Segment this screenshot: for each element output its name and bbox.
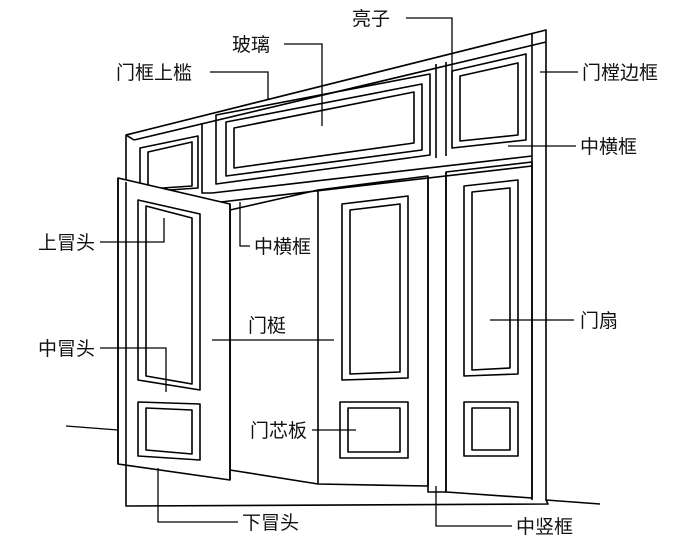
label-bottom-rail: 下冒头 xyxy=(242,512,299,534)
label-door-frame-side-post: 门樘边框 xyxy=(582,62,658,84)
leader-transom-window xyxy=(406,17,453,80)
leader-lines xyxy=(65,17,578,527)
label-glass: 玻璃 xyxy=(232,34,270,56)
transom-band xyxy=(201,62,533,204)
label-middle-mullion: 中竖框 xyxy=(516,516,573,538)
leader-door-frame-top-rail xyxy=(210,71,269,100)
label-door-leaf: 门扇 xyxy=(580,310,618,332)
leader-middle-mullion xyxy=(435,486,512,527)
left-transom-window xyxy=(139,135,199,193)
label-middle-rail: 中冒头 xyxy=(38,338,95,360)
leader-bottom-rail xyxy=(157,468,238,523)
glass-transom xyxy=(215,73,431,185)
label-middle-transom-left: 中横框 xyxy=(254,236,311,258)
left-door xyxy=(117,177,231,481)
label-top-rail: 上冒头 xyxy=(38,232,95,254)
label-door-frame-top-rail: 门框上槛 xyxy=(116,62,192,84)
leader-middle-rail xyxy=(100,347,167,392)
leader-top-rail xyxy=(100,218,165,243)
center-door xyxy=(317,175,429,487)
right-transom-window xyxy=(451,53,527,149)
label-middle-transom-right: 中横框 xyxy=(580,136,637,158)
label-transom-window: 亮子 xyxy=(352,8,390,30)
leader-middle-transom-left xyxy=(239,202,250,247)
right-door xyxy=(445,161,533,499)
leader-edge-tick xyxy=(65,425,119,431)
labels: 门框上槛 玻璃 亮子 门樘边框 中横框 上冒头 中横框 门梃 门扇 中冒头 门芯… xyxy=(38,8,658,538)
label-stile: 门梃 xyxy=(248,315,286,337)
leader-glass xyxy=(284,43,323,126)
label-door-panel: 门芯板 xyxy=(250,420,307,442)
